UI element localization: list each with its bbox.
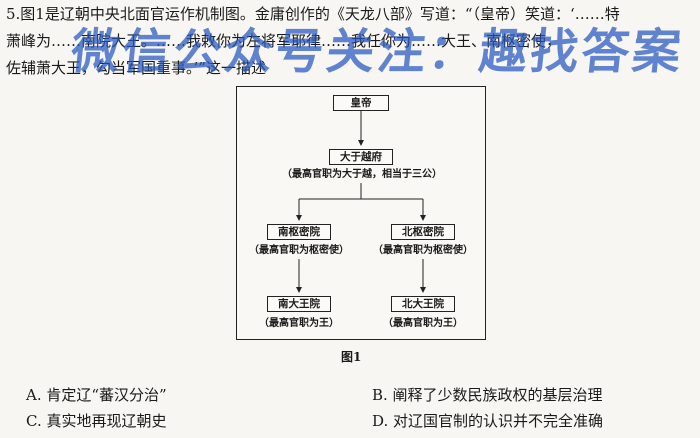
emperor-box: 皇帝: [333, 95, 389, 111]
yuyue-box: 大于越府: [329, 149, 393, 165]
org-chart-connectors: [296, 111, 426, 293]
org-chart-frame: 皇帝 大于越府 （最高官职为大于越，相当于三公） 南枢密院 （最高官职为枢密使）…: [236, 86, 486, 340]
option-c[interactable]: C. 真实地再现辽朝史: [26, 412, 167, 430]
south-council-note: （最高官职为枢密使）: [249, 245, 349, 256]
yuyue-note: （最高官职为大于越，相当于三公）: [282, 169, 442, 180]
question-line-1: 5.图1是辽朝中央北面官运作机制图。金庸创作的《天龙八部》写道：“（皇帝）笑道：…: [6, 5, 620, 23]
north-council-box: 北枢密院: [391, 224, 455, 240]
north-king-box: 北大王院: [391, 296, 455, 312]
south-king-box: 南大王院: [267, 296, 331, 312]
south-council-box: 南枢密院: [267, 224, 331, 240]
south-king-note: （最高官职为王）: [259, 318, 339, 329]
question-line-2: 萧峰为……南院大王。……我敕你为左将军耶律……我任你为……大王、南枢密使，: [6, 32, 562, 50]
figure-caption: 图1: [341, 350, 362, 364]
north-king-note: （最高官职为王）: [383, 318, 463, 329]
option-a[interactable]: A. 肯定辽“蕃汉分治”: [26, 386, 167, 404]
question-line-3: 佐辅萧大王，勾当军国重事。’”这一描述: [6, 59, 266, 77]
north-council-note: （最高官职为枢密使）: [373, 245, 473, 256]
option-d[interactable]: D. 对辽国官制的认识并不完全准确: [372, 412, 604, 430]
option-b[interactable]: B. 阐释了少数民族政权的基层治理: [372, 386, 603, 404]
